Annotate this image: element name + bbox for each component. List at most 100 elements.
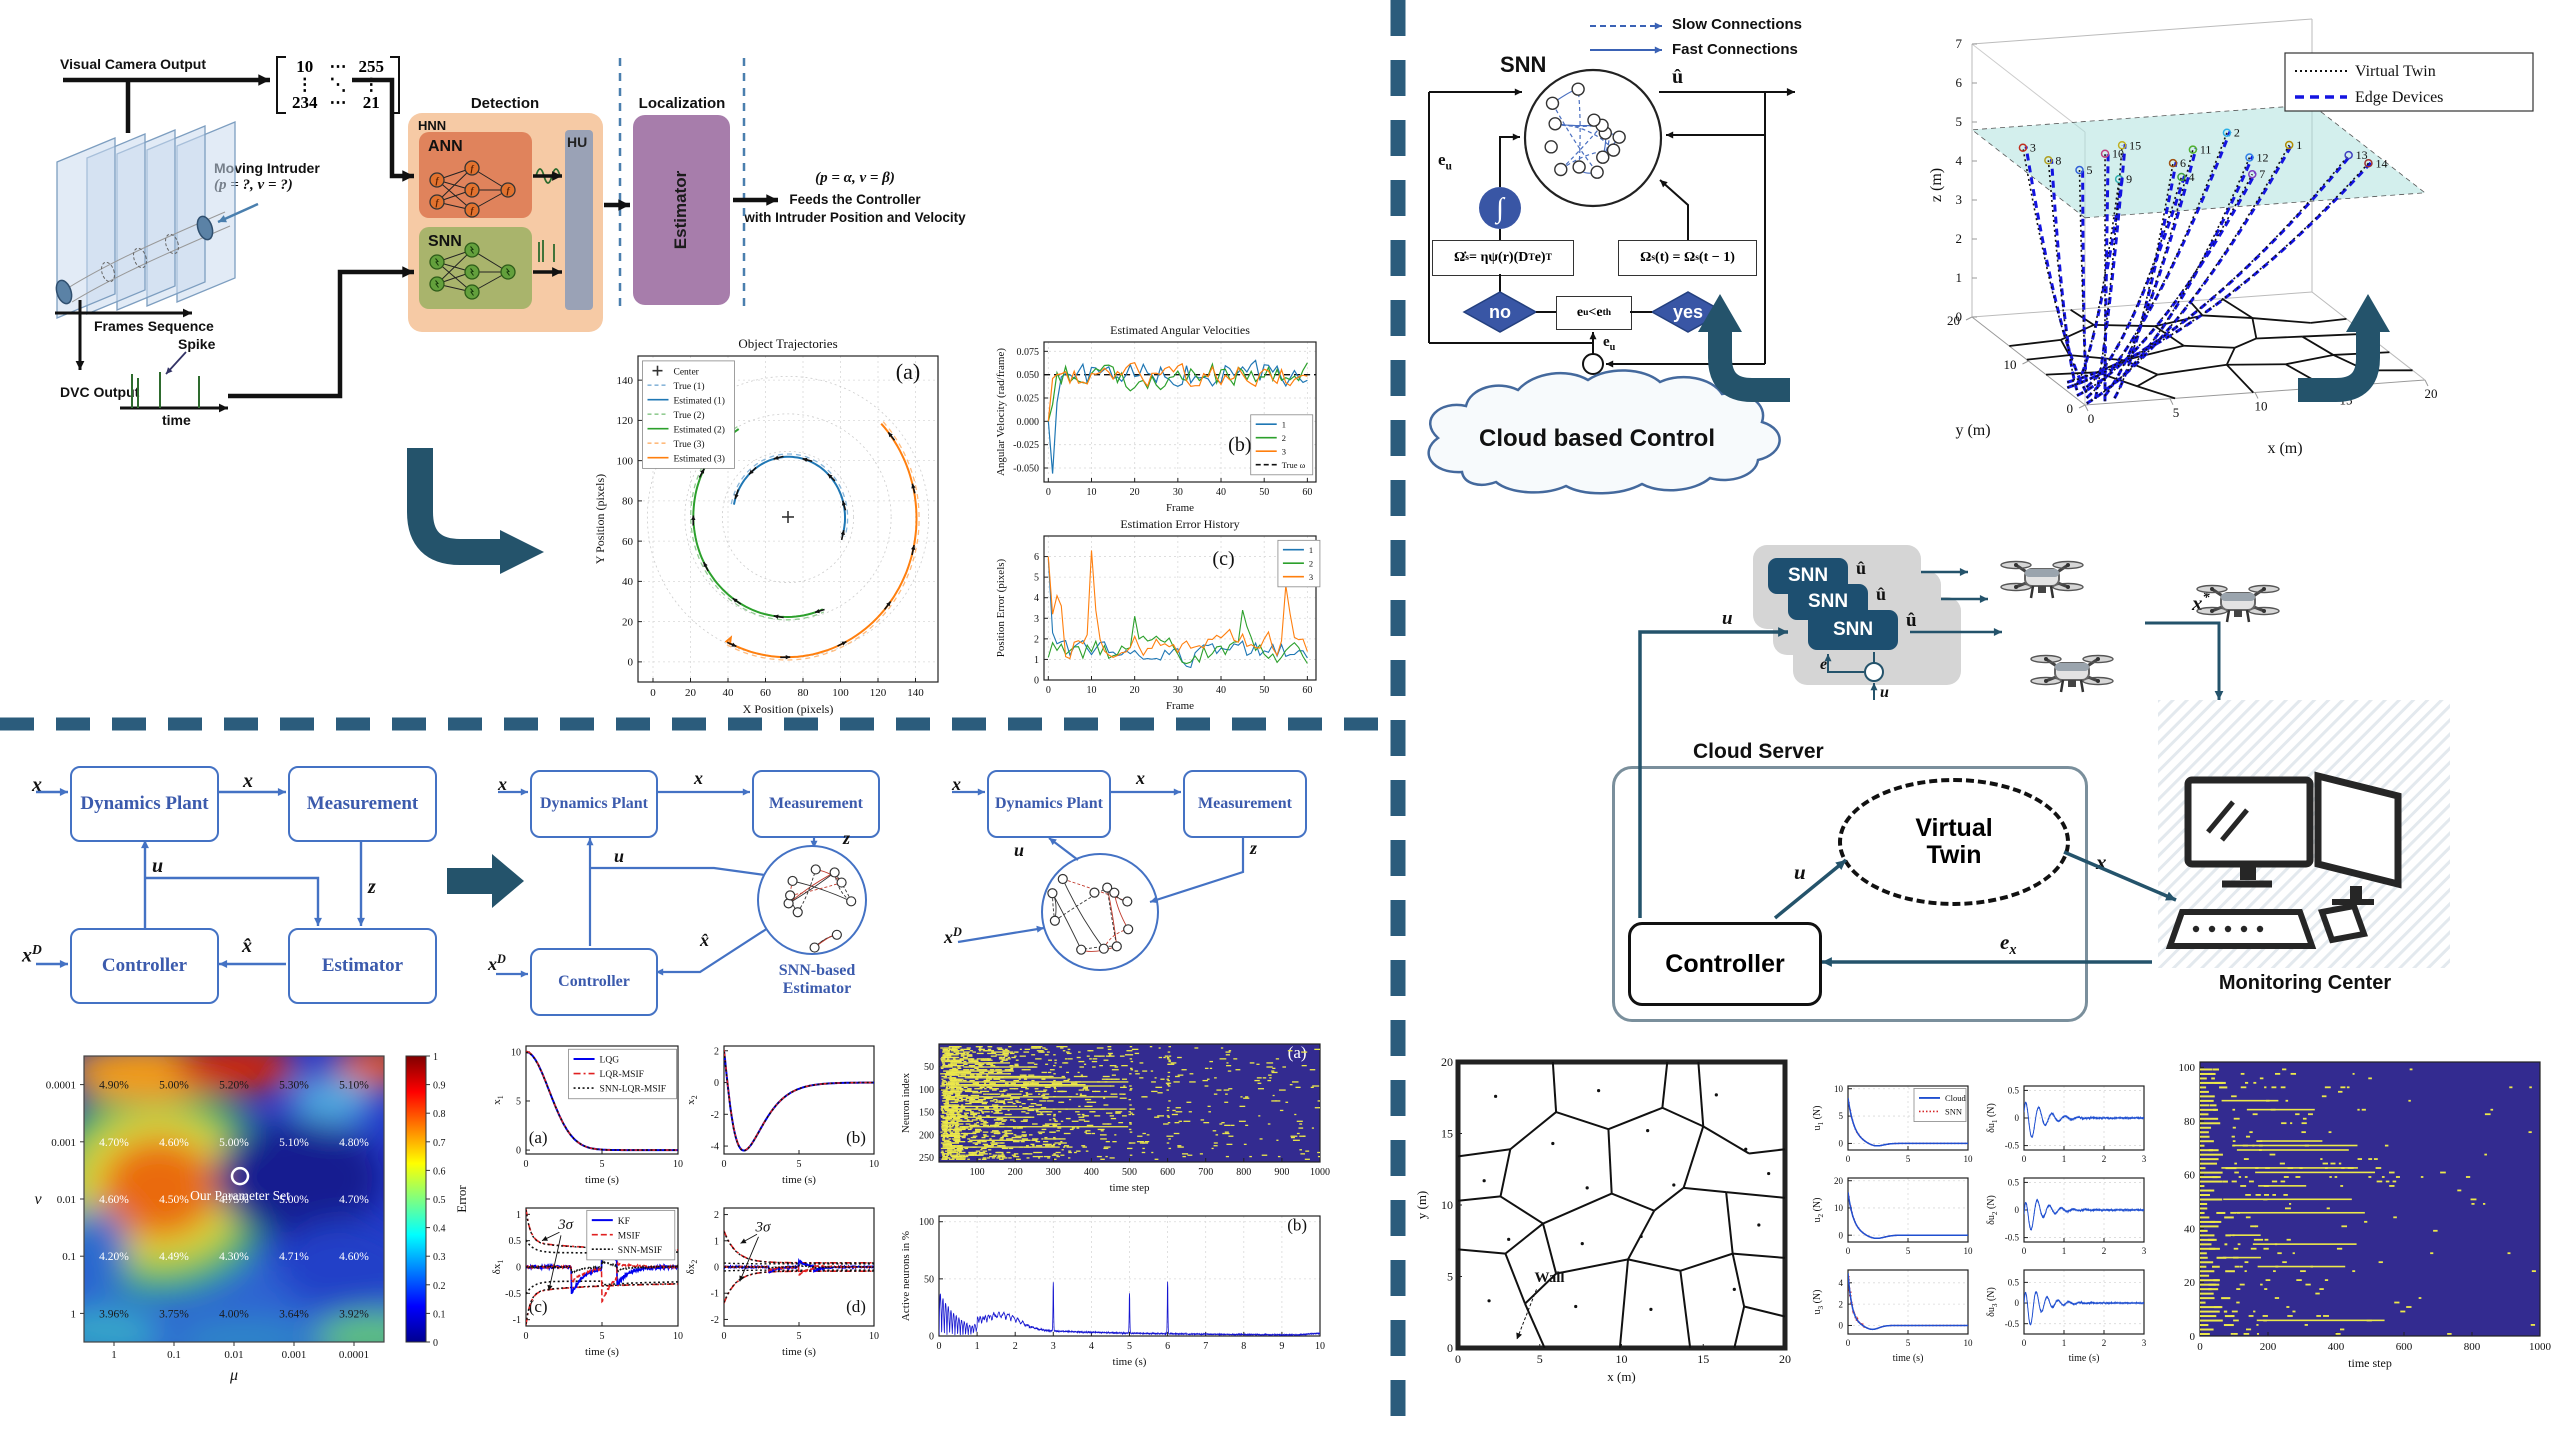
svg-text:500: 500	[1122, 1167, 1137, 1178]
svg-text:Active neurons in %: Active neurons in %	[900, 1231, 912, 1321]
svg-text:40: 40	[723, 687, 735, 699]
svg-text:2: 2	[1013, 1341, 1018, 1352]
svg-text:50: 50	[924, 1274, 934, 1285]
svg-text:80: 80	[798, 687, 810, 699]
svg-text:0: 0	[1839, 1230, 1844, 1240]
svg-text:0: 0	[722, 1159, 727, 1170]
svg-text:SNN-LQR-MSIF: SNN-LQR-MSIF	[600, 1085, 667, 1095]
svg-text:1: 1	[2062, 1338, 2067, 1348]
e-x-label: ex	[2000, 930, 2017, 959]
svg-text:-1: -1	[711, 1289, 719, 1300]
svg-text:7: 7	[1956, 36, 1963, 51]
svg-text:0.001: 0.001	[282, 1349, 307, 1361]
u-hat-card-1: û	[1856, 558, 1867, 578]
svg-text:2: 2	[1034, 634, 1039, 645]
svg-text:6: 6	[1034, 552, 1039, 563]
svg-text:140: 140	[907, 687, 924, 699]
u-hat-card-3: û	[1906, 610, 1917, 631]
matrix-left-bracket	[276, 56, 286, 114]
svg-text:0: 0	[2015, 1205, 2020, 1215]
svg-text:250: 250	[919, 1153, 934, 1164]
svg-text:40: 40	[1216, 487, 1226, 498]
svg-text:150: 150	[919, 1108, 934, 1119]
svg-text:2: 2	[714, 1046, 719, 1057]
svg-text:6: 6	[2180, 156, 2186, 170]
monitoring-center-label: Monitoring Center	[2218, 972, 2392, 994]
svg-text:3σ: 3σ	[557, 1217, 574, 1233]
svg-text:0: 0	[929, 1332, 934, 1343]
svg-text:(d): (d)	[846, 1297, 866, 1316]
svg-text:0: 0	[1846, 1154, 1851, 1164]
svg-text:0.000: 0.000	[1017, 417, 1040, 428]
svg-text:0: 0	[722, 1331, 727, 1342]
svg-text:5.00%: 5.00%	[279, 1194, 309, 1206]
svg-text:6: 6	[1165, 1341, 1170, 1352]
svg-text:time (s): time (s)	[782, 1174, 816, 1186]
svg-text:0: 0	[433, 1338, 438, 1349]
svg-text:10: 10	[673, 1159, 683, 1170]
svg-text:20: 20	[1130, 487, 1140, 498]
svg-text:1: 1	[2296, 138, 2302, 152]
svg-text:5: 5	[2087, 163, 2093, 177]
svg-text:10: 10	[673, 1331, 683, 1342]
svg-text:0: 0	[1046, 487, 1051, 498]
svg-text:Neuron index: Neuron index	[900, 1072, 912, 1133]
svg-text:Angular Velocity (rad/frame): Angular Velocity (rad/frame)	[995, 348, 1007, 476]
svg-text:time (s): time (s)	[1893, 1353, 1924, 1364]
svg-text:0: 0	[516, 1263, 521, 1274]
svg-text:0.5: 0.5	[509, 1236, 522, 1247]
svg-text:0.8: 0.8	[433, 1109, 446, 1120]
svg-text:MSIF: MSIF	[618, 1231, 640, 1241]
svg-text:Object Trajectories: Object Trajectories	[738, 336, 837, 351]
svg-text:5: 5	[1537, 1352, 1543, 1366]
d2-xd: xD	[488, 952, 506, 974]
svg-text:5: 5	[2173, 405, 2180, 420]
svg-text:1: 1	[111, 1349, 117, 1361]
svg-text:LQG: LQG	[600, 1056, 620, 1066]
slow-connections-label: Slow Connections	[1672, 16, 1803, 33]
svg-text:100: 100	[617, 455, 634, 467]
d2-z: z	[843, 828, 851, 848]
svg-text:0.9: 0.9	[433, 1081, 446, 1092]
detection-label: Detection	[470, 95, 540, 112]
svg-text:12: 12	[2257, 151, 2269, 165]
svg-text:0: 0	[1046, 685, 1051, 696]
svg-text:8: 8	[1241, 1341, 1246, 1352]
svg-text:8: 8	[2055, 153, 2061, 167]
svg-text:-0.050: -0.050	[1013, 464, 1039, 475]
svg-text:3: 3	[2142, 1246, 2147, 1256]
svg-text:4: 4	[1034, 593, 1039, 604]
svg-text:0.075: 0.075	[1017, 347, 1040, 358]
svg-text:time step: time step	[1109, 1182, 1150, 1194]
cloud-server-label: Cloud Server	[1693, 740, 1824, 763]
d3-u: u	[1014, 840, 1025, 860]
d2-x-in: x	[498, 774, 507, 794]
svg-text:-0.025: -0.025	[1013, 440, 1039, 451]
svg-text:60: 60	[2184, 1170, 2196, 1182]
svg-text:4.60%: 4.60%	[339, 1251, 369, 1263]
svg-text:2: 2	[1282, 433, 1286, 443]
svg-text:4.60%: 4.60%	[99, 1194, 129, 1206]
svg-text:3σ: 3σ	[755, 1220, 772, 1236]
svg-text:0: 0	[650, 687, 656, 699]
svg-text:5: 5	[600, 1331, 605, 1342]
svg-text:0: 0	[2015, 1113, 2020, 1123]
svg-text:15: 15	[2129, 138, 2141, 152]
matrix-cell: ⋮	[296, 74, 314, 94]
d1-x-in: x	[32, 774, 42, 796]
svg-text:0.4: 0.4	[433, 1224, 446, 1235]
u-cloud-label: u	[1604, 384, 1615, 404]
svg-text:0.0001: 0.0001	[46, 1080, 76, 1092]
svg-text:Center: Center	[674, 367, 700, 377]
svg-text:60: 60	[1302, 487, 1312, 498]
svg-text:3: 3	[1309, 572, 1313, 582]
camera-output-label: Visual Camera Output	[60, 56, 207, 72]
svg-text:δx1: δx1	[491, 1260, 505, 1275]
svg-text:20: 20	[1947, 313, 1960, 328]
